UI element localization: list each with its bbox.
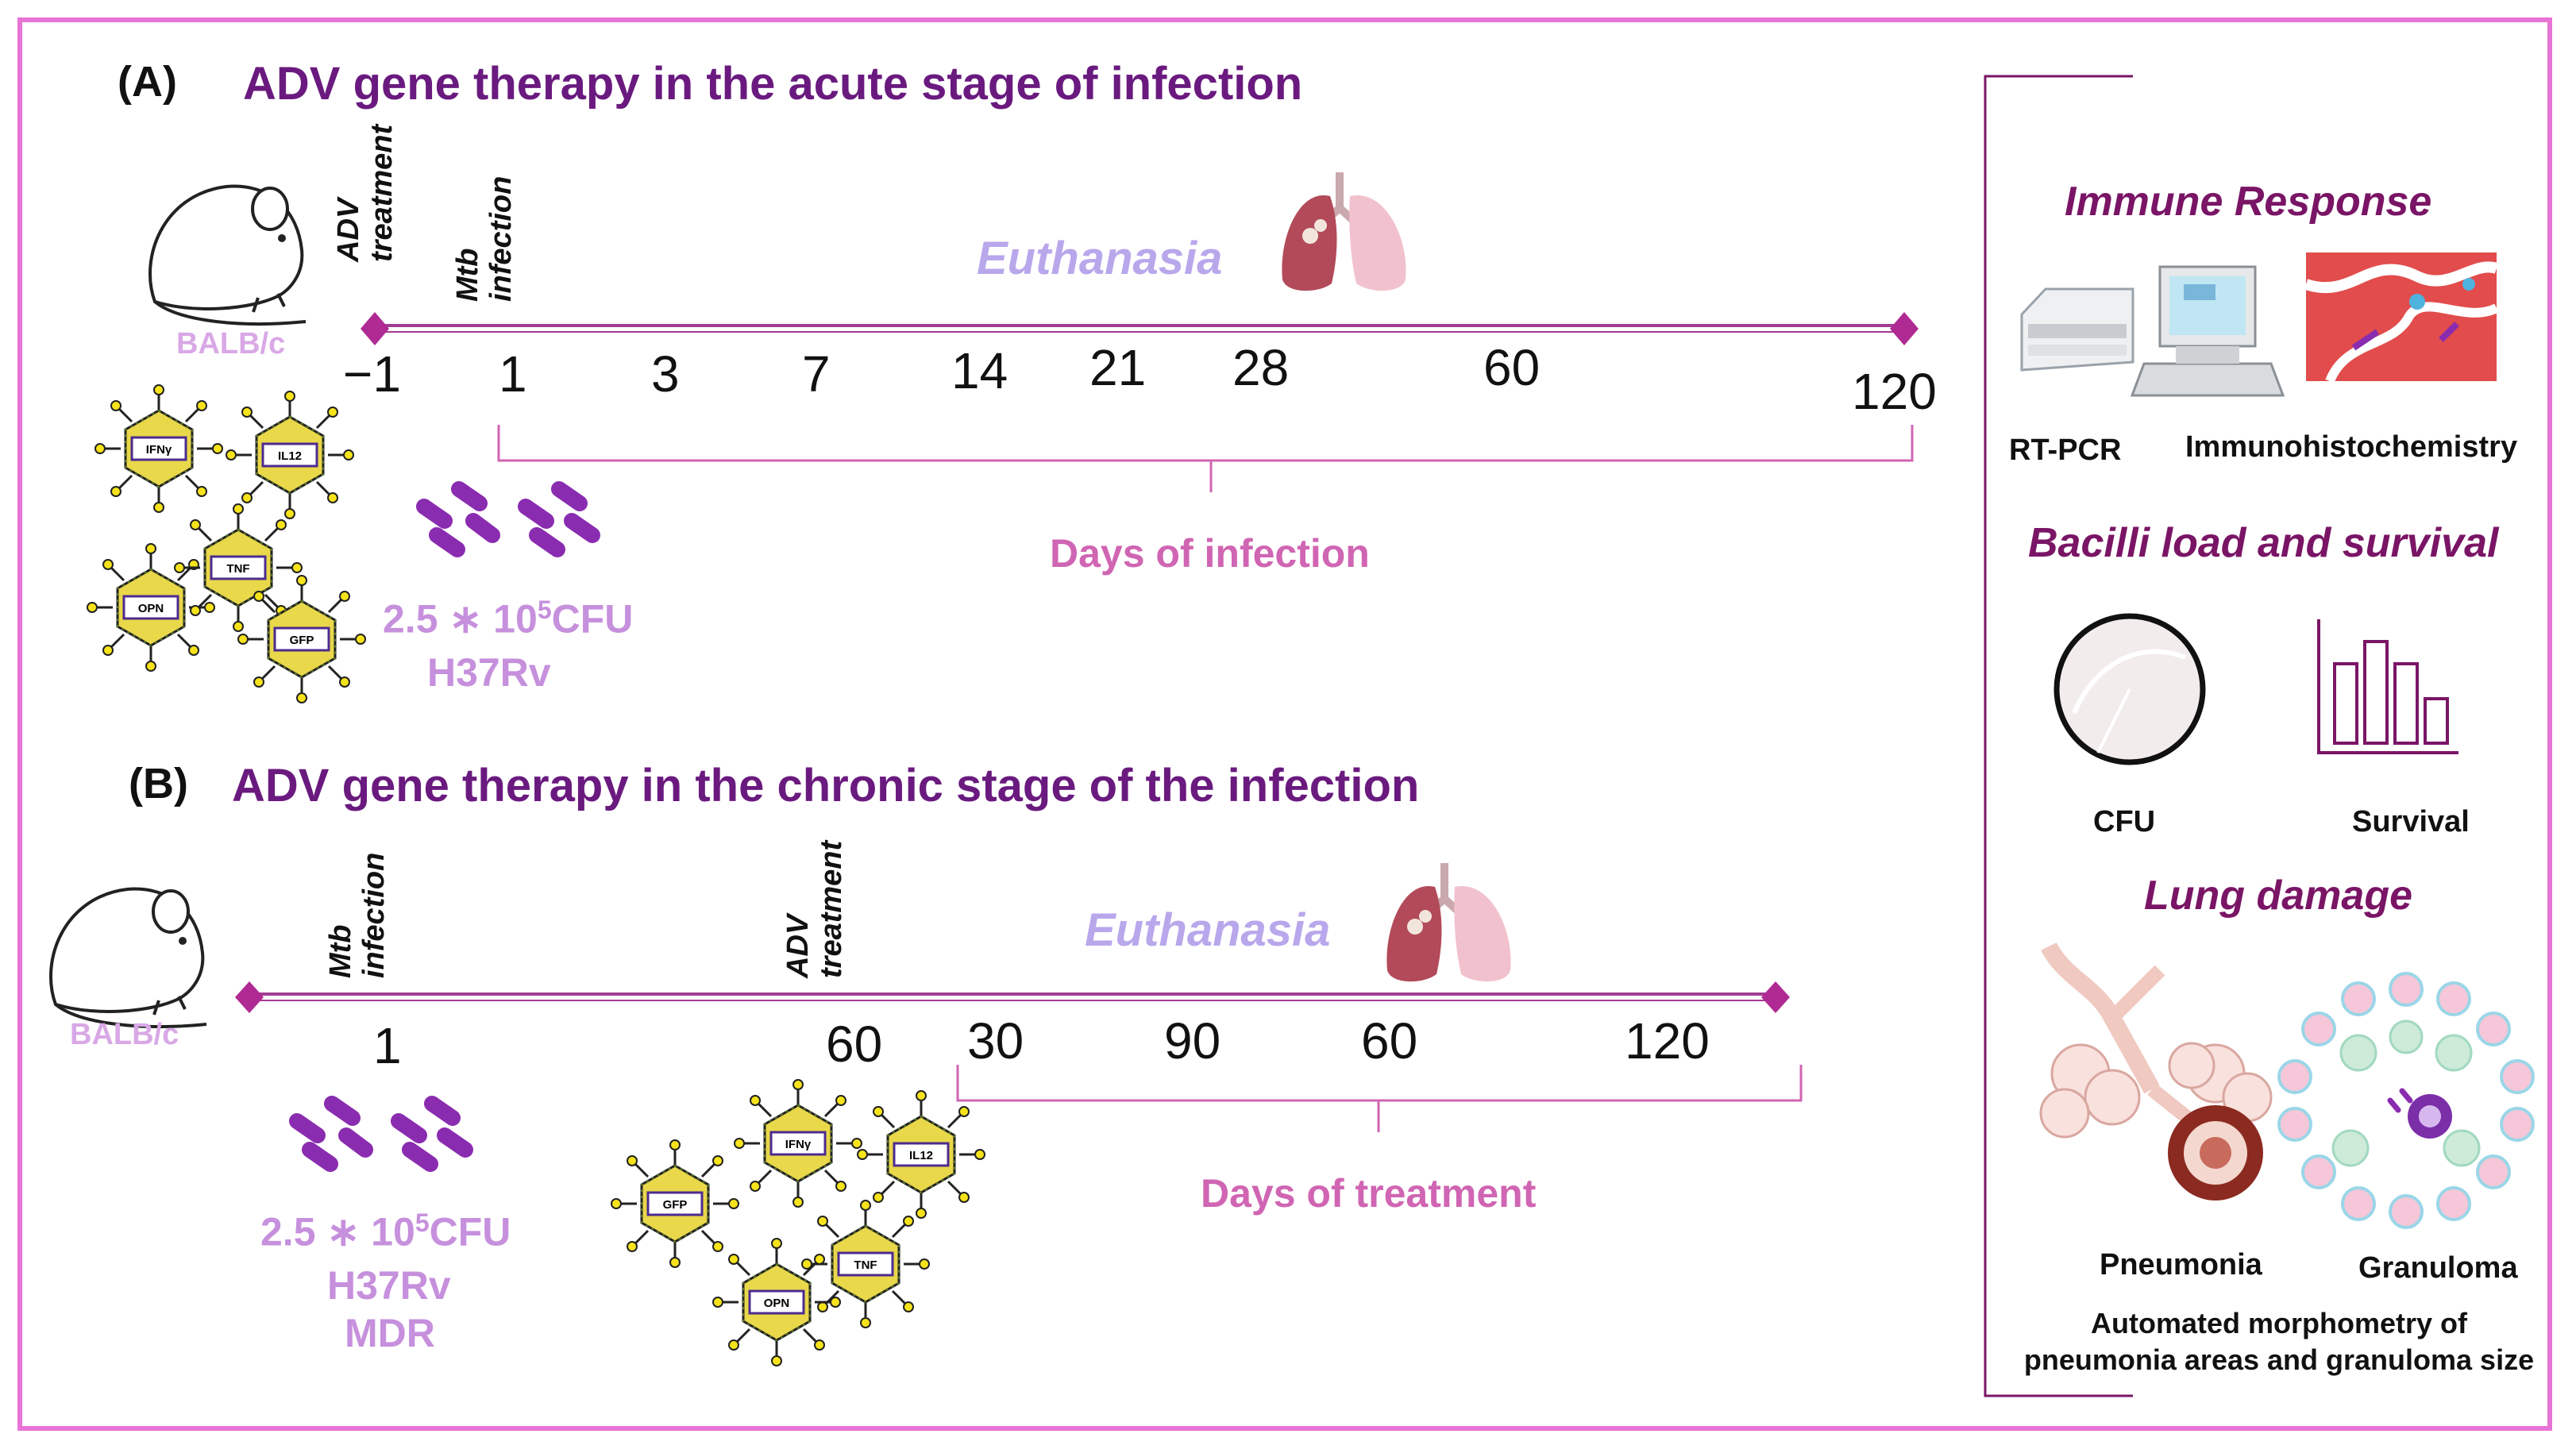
panel-a-euthanasia: Euthanasia (977, 233, 1223, 284)
immune-title: Immune Response (2065, 179, 2432, 225)
panel-b-title: ADV gene therapy in the chronic stage of… (232, 760, 1420, 811)
panel-b-tick-60: 60 (826, 1016, 883, 1073)
side-bracket (1984, 75, 2133, 1397)
alveoli-icon (2039, 942, 2273, 1201)
panel-b-days-label: Days of treatment (1201, 1171, 1537, 1216)
rtpcr-machine-icon (2020, 287, 2134, 372)
svg-text:IFNγ: IFNγ (146, 443, 172, 457)
granuloma-label: Granuloma (2358, 1251, 2518, 1285)
panel-a-title: ADV gene therapy in the acute stage of i… (243, 58, 1303, 110)
cfu-label: CFU (2093, 805, 2156, 838)
adenovirus-icon-b: IFNγ IL12 GFP TNF OPN (610, 1078, 986, 1367)
adenovirus-icon: IFNγ IL12 OPN TNF GFP (86, 383, 367, 704)
svg-text:TNF: TNF (226, 562, 249, 576)
panel-a-tick-1: 1 (499, 345, 527, 403)
svg-text:TNF: TNF (854, 1258, 877, 1272)
bar-chart-icon (2317, 619, 2458, 754)
panel-a-tick-28: 28 (1232, 339, 1290, 396)
panel-b-euthanasia: Euthanasia (1085, 904, 1331, 956)
panel-b-tick-60b: 60 (1361, 1012, 1418, 1070)
panel-b-mouse-label: BALB/c (70, 1018, 179, 1051)
panel-a-tag: (A) (118, 58, 177, 106)
lung-icon-b (1386, 863, 1511, 982)
panel-b-strain-2: MDR (345, 1311, 435, 1355)
panel-a-timeline (361, 312, 1919, 345)
ihc-label: Immunohistochemistry (2185, 430, 2518, 464)
panel-a-tick-7: 7 (802, 345, 831, 403)
morphometry-caption: Automated morphometry of pneumonia areas… (2023, 1307, 2535, 1376)
panel-a-tick-3: 3 (651, 345, 680, 403)
panel-b-strain-1: H37Rv (327, 1263, 451, 1308)
panel-b-tick-30: 30 (967, 1012, 1024, 1070)
svg-text:IFNγ: IFNγ (785, 1138, 812, 1151)
outer-frame (17, 17, 2552, 1431)
panel-a-mouse-label: BALB/c (176, 327, 286, 360)
bacteria-icon-b (289, 1096, 473, 1172)
panel-b-tick-120: 120 (1625, 1012, 1710, 1070)
panel-a-dose: 2.5 ∗ 105CFU (383, 595, 634, 642)
svg-text:IL12: IL12 (909, 1149, 933, 1162)
panel-b-tag: (B) (129, 760, 188, 807)
panel-a-days-label: Days of infection (1050, 531, 1370, 576)
pneumonia-label: Pneumonia (2100, 1248, 2262, 1281)
granuloma-icon (2277, 972, 2535, 1229)
bacteria-icon (416, 481, 600, 557)
panel-a-tick-120: 120 (1852, 363, 1937, 420)
panel-b-bracket (956, 1065, 1803, 1132)
panel-a-tick-14: 14 (951, 342, 1008, 399)
svg-text:GFP: GFP (663, 1198, 688, 1212)
rtpcr-label: RT-PCR (2009, 434, 2122, 467)
svg-text:OPN: OPN (138, 602, 164, 615)
svg-text:GFP: GFP (290, 634, 314, 647)
mouse-icon (148, 184, 307, 326)
panel-a-bracket (497, 425, 1914, 492)
panel-b-timeline (235, 981, 1790, 1013)
lung-icon (1282, 172, 1406, 291)
panel-a-strain: H37Rv (427, 650, 551, 695)
computer-icon (2130, 265, 2285, 397)
ihc-tissue-icon (2304, 252, 2499, 383)
panel-a-tick-60: 60 (1483, 339, 1541, 396)
petri-dish-icon (2053, 613, 2206, 765)
panel-b-tick-1: 1 (373, 1017, 402, 1074)
panel-b-dose: 2.5 ∗ 105CFU (260, 1208, 511, 1255)
svg-text:IL12: IL12 (278, 449, 302, 463)
mouse-icon-b (49, 887, 207, 1028)
survival-label: Survival (2352, 805, 2470, 838)
bacilli-title: Bacilli load and survival (2028, 520, 2499, 566)
svg-text:OPN: OPN (764, 1297, 790, 1310)
lung-damage-title: Lung damage (2144, 873, 2413, 919)
panel-b-tick-90: 90 (1164, 1012, 1221, 1070)
panel-a-tick-neg1: −1 (343, 345, 401, 403)
panel-a-tick-21: 21 (1089, 339, 1147, 396)
